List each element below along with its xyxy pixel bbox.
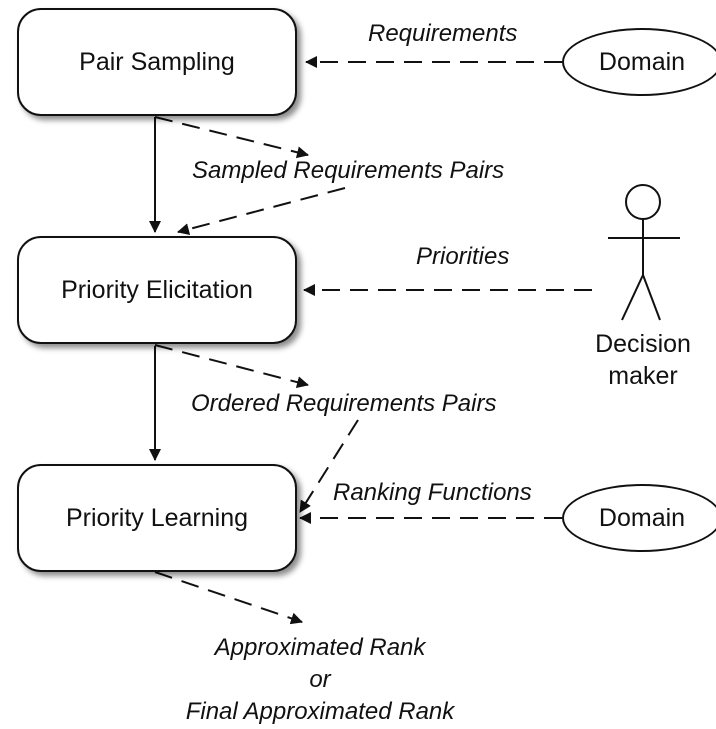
- output-line2: or: [309, 666, 331, 693]
- pair-sampling-label: Pair Sampling: [79, 47, 235, 76]
- requirements-label: Requirements: [368, 20, 518, 47]
- sampled-pairs-label: Sampled Requirements Pairs: [192, 157, 505, 184]
- output-line1: Approximated Rank: [214, 634, 426, 661]
- priority-learning-label: Priority Learning: [65, 503, 249, 532]
- decision-maker-figure: [608, 184, 680, 321]
- priority-elicitation-box: Priority Elicitation: [17, 236, 297, 344]
- domain-bottom-ellipse: Domain: [562, 484, 716, 552]
- decision-maker-line2: maker: [608, 362, 678, 390]
- edge-output: [154, 571, 303, 625]
- edge-sampled-out: [154, 116, 309, 159]
- domain-top-ellipse: Domain: [562, 28, 716, 96]
- output-line3: Final Approximated Rank: [185, 698, 455, 725]
- edge-ordered-back: [299, 419, 359, 513]
- priority-elicitation-label: Priority Elicitation: [61, 275, 253, 304]
- decision-maker-label: Decision maker: [578, 328, 708, 392]
- domain-bottom-label: Domain: [598, 503, 686, 532]
- edge-ordered-out: [154, 344, 309, 389]
- priorities-label: Priorities: [416, 243, 510, 270]
- domain-top-label: Domain: [598, 47, 686, 76]
- ranking-functions-label: Ranking Functions: [333, 479, 532, 506]
- decision-maker-line1: Decision: [595, 330, 691, 358]
- pair-sampling-box: Pair Sampling: [17, 8, 297, 116]
- priority-learning-box: Priority Learning: [17, 464, 297, 572]
- edge-sampled-back: [177, 187, 346, 235]
- ordered-pairs-label: Ordered Requirements Pairs: [191, 390, 497, 417]
- output-label: Approximated Rank or Final Approximated …: [160, 632, 480, 728]
